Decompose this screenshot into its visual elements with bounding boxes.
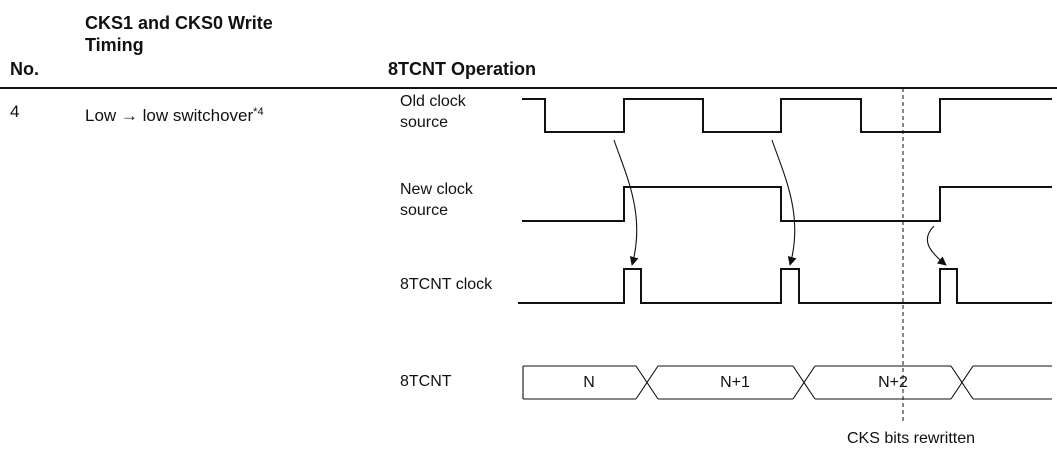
counter-value-n-plus-1: N+1 [720,374,750,391]
row-timing-note: *4 [253,106,264,118]
arrow-old-to-8tcnt-clock-2 [771,139,797,266]
header-rule [0,87,1057,89]
label-old-clock-line2: source [400,114,448,131]
label-old-clock-line1: Old clock [400,93,467,110]
header-write-timing: CKS1 and CKS0 Write Timing [85,13,273,55]
header-no: No. [10,59,39,79]
bus-crossing-3 [950,365,974,400]
label-new-clock-line1: New clock [400,181,474,198]
row-write-timing: Low → low switchover*4 [85,102,264,126]
arrow-old-to-8tcnt-clock-1 [613,139,639,266]
counter-bus [522,365,1052,400]
arrow-new-to-8tcnt-clock [926,225,947,266]
counter-value-n-plus-2: N+2 [878,374,908,391]
waveform-8tcnt-clock [518,268,1052,304]
header-operation: 8TCNT Operation [388,59,537,79]
waveform-old-clock-source [522,98,1052,133]
bus-crossing-1 [635,365,659,400]
label-8tcnt: 8TCNT [400,373,452,390]
label-new-clock-line2: source [400,202,448,219]
row-number: 4 [10,102,20,121]
counter-value-n: N [583,374,595,391]
row-timing-text: Low → low switchover [85,106,254,125]
waveform-new-clock-source [522,186,1052,222]
label-8tcnt-clock: 8TCNT clock [400,276,493,293]
bus-crossing-2 [792,365,816,400]
cks-rewrite-annotation: CKS bits rewritten [847,430,975,447]
